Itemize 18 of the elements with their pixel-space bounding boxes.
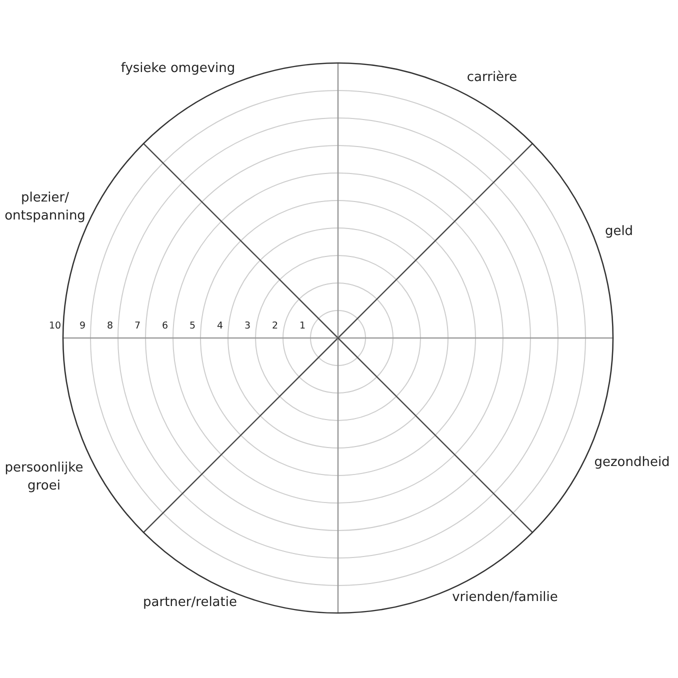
scale-number: 9 bbox=[79, 320, 86, 334]
category-label: plezier/ ontspanning bbox=[4, 189, 86, 225]
category-label: carrière bbox=[466, 69, 518, 87]
category-label: gezondheid bbox=[594, 454, 670, 472]
scale-number: 6 bbox=[162, 320, 168, 334]
scale-number: 8 bbox=[106, 320, 114, 334]
category-label: partner/relatie bbox=[143, 594, 237, 612]
scale-number: 1 bbox=[299, 320, 306, 334]
scale-number: 2 bbox=[272, 320, 278, 334]
scale-number: 4 bbox=[216, 320, 224, 334]
scale-number: 5 bbox=[189, 320, 196, 334]
scale-number: 10 bbox=[48, 320, 62, 334]
scale-number: 7 bbox=[134, 320, 141, 334]
category-label: fysieke omgeving bbox=[120, 60, 236, 78]
scale-number: 3 bbox=[244, 320, 251, 334]
category-label: persoonlijke groei bbox=[4, 459, 84, 495]
category-label: geld bbox=[604, 223, 634, 241]
category-label: vrienden/familie bbox=[452, 589, 558, 607]
